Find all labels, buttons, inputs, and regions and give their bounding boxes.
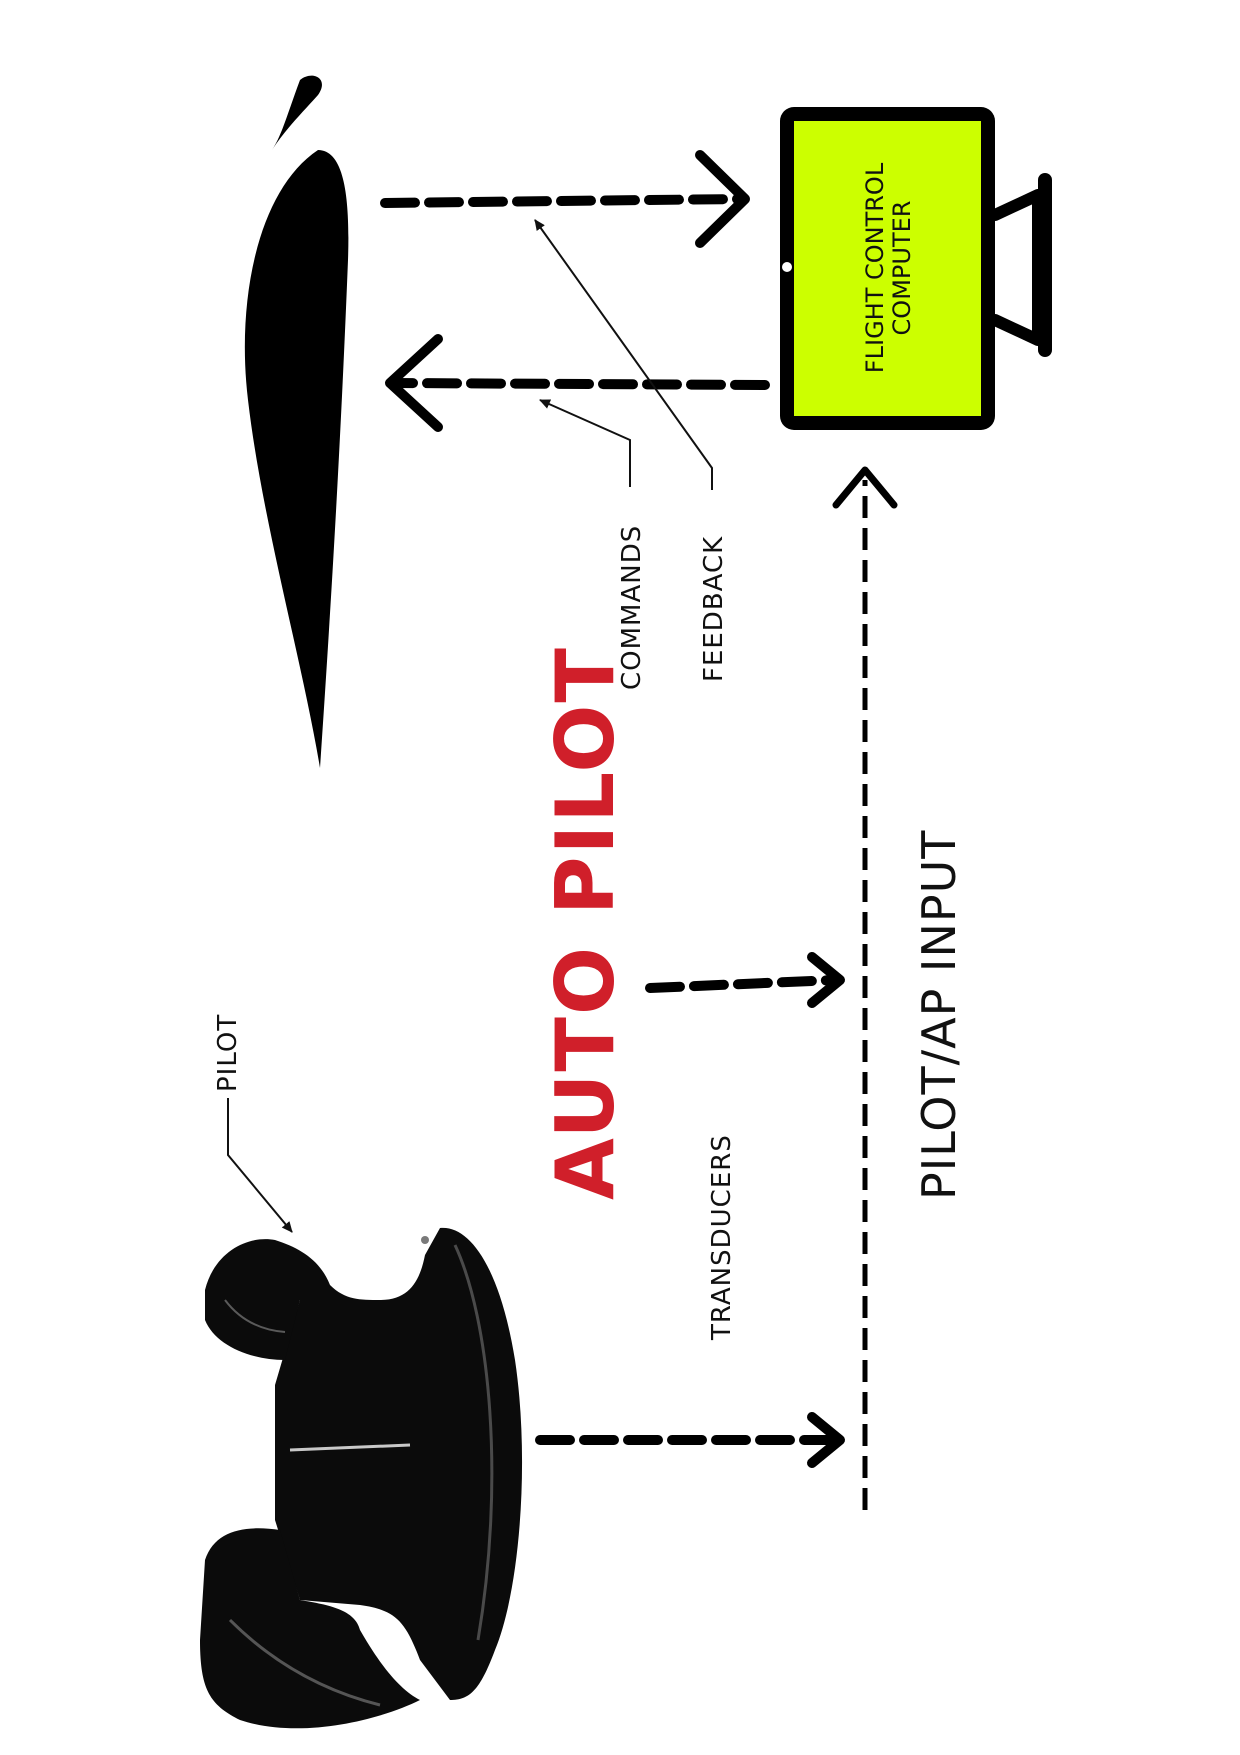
autopilot-title: AUTO PILOT: [539, 646, 632, 1200]
commands-label: COMMANDS: [617, 525, 647, 690]
fcc-screen: [794, 121, 981, 416]
fcc-label-line2: COMPUTER: [888, 201, 916, 336]
control-yoke-icon: [200, 1227, 523, 1729]
feedback-label: FEEDBACK: [699, 536, 729, 682]
pilot-ap-input-arrow: [832, 466, 898, 1510]
commands-leader: [539, 399, 631, 487]
pilot-label: PILOT: [213, 1014, 243, 1092]
feedback-arrow: [380, 150, 750, 248]
fcc-label-line1: FLIGHT CONTROL: [861, 162, 889, 373]
pilot-ap-input-label: PILOT/AP INPUT: [912, 830, 966, 1200]
pilot-leader: [227, 1098, 293, 1233]
pilot-transducer-arrow: [535, 1412, 845, 1468]
fcc-camera-dot: [782, 262, 792, 272]
transducers-label: TRANSDUCERS: [707, 1134, 737, 1341]
autopilot-transducer-arrow: [645, 952, 845, 1008]
airfoil-icon: [244, 75, 349, 768]
feedback-leader: [534, 219, 713, 490]
monitor-icon: FLIGHT CONTROL COMPUTER: [780, 107, 1052, 430]
commands-arrow: [385, 334, 770, 432]
